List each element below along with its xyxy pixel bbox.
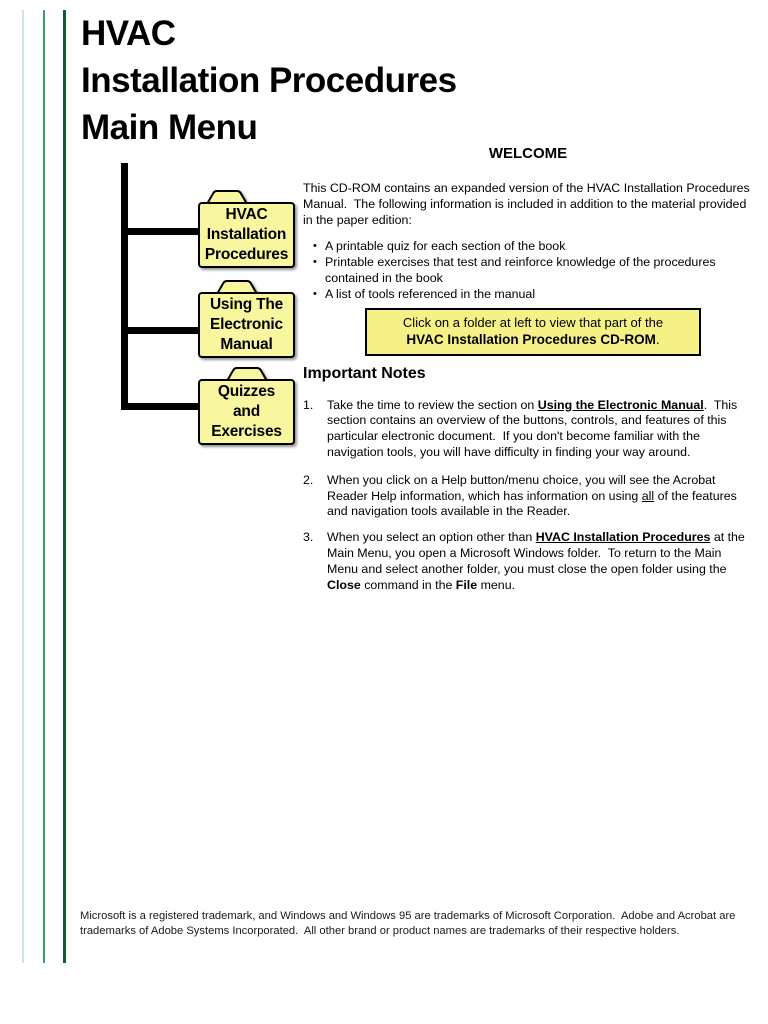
- bullet-item: • Printable exercises that test and rein…: [303, 255, 753, 287]
- folder-label-line: Using The: [209, 296, 284, 313]
- folder-label: Quizzes and Exercises: [200, 381, 293, 443]
- page-title-line-3: Main Menu: [81, 108, 258, 147]
- callout-line-2: HVAC Installation Procedures CD-ROM.: [375, 331, 691, 349]
- callout-line-2-bold: HVAC Installation Procedures CD-ROM: [406, 331, 656, 347]
- note-item: 1. Take the time to review the section o…: [303, 398, 753, 461]
- callout-line-1: Click on a folder at left to view that p…: [402, 314, 664, 330]
- accent-rule-dark: [63, 10, 66, 963]
- trademark-footer: Microsoft is a registered trademark, and…: [80, 910, 739, 937]
- bullet-text: A printable quiz for each section of the…: [325, 239, 566, 254]
- welcome-heading: WELCOME: [488, 145, 568, 162]
- note-text: Take the time to review the section on U…: [327, 397, 741, 459]
- folder-label-line: Electronic: [210, 316, 283, 333]
- tree-branch-3: [121, 403, 199, 410]
- note-item: 3. When you select an option other than …: [303, 530, 753, 593]
- note-number: 2.: [303, 472, 314, 487]
- accent-rule-mid: [43, 10, 45, 963]
- callout-line-2-tail: .: [655, 331, 660, 347]
- folder-label-line: Procedures: [204, 246, 289, 263]
- folder-label-line: Installation: [206, 226, 287, 243]
- tree-branch-2: [121, 327, 199, 334]
- note-number: 1.: [303, 397, 314, 412]
- bullet-text: Printable exercises that test and reinfo…: [325, 255, 719, 285]
- folder-label-line: Quizzes: [217, 383, 276, 400]
- folder-label-line: Manual: [220, 336, 273, 353]
- folder-button-using-the-electronic-manual[interactable]: Using The Electronic Manual: [198, 280, 295, 358]
- folder-icon: [198, 367, 295, 445]
- intro-paragraph: This CD-ROM contains an expanded version…: [303, 181, 754, 227]
- bullet-item: • A printable quiz for each section of t…: [303, 239, 753, 255]
- folder-icon: [198, 190, 295, 268]
- folder-label-line: and: [233, 403, 260, 420]
- welcome-section: WELCOME This CD-ROM contains an expanded…: [303, 140, 753, 593]
- page-title-line-2: Installation Procedures: [81, 61, 457, 100]
- important-notes-heading: Important Notes: [303, 364, 426, 382]
- bullet-marker: •: [313, 256, 317, 269]
- note-text: When you click on a Help button/menu cho…: [327, 472, 741, 519]
- folder-label: HVAC Installation Procedures: [200, 204, 293, 266]
- folder-label-line: Exercises: [211, 423, 282, 440]
- note-number: 3.: [303, 530, 314, 545]
- callout-box: Click on a folder at left to view that p…: [365, 307, 701, 356]
- note-text: When you select an option other than HVA…: [327, 530, 749, 592]
- bullet-item: • A list of tools referenced in the manu…: [303, 287, 753, 303]
- folder-icon: [198, 280, 295, 358]
- bullet-marker: •: [313, 240, 317, 253]
- tree-trunk: [121, 163, 128, 410]
- tree-branch-1: [121, 228, 199, 235]
- folder-button-quizzes-and-exercises[interactable]: Quizzes and Exercises: [198, 367, 295, 445]
- accent-rule-light: [22, 10, 24, 963]
- page-title-line-1: HVAC: [81, 14, 176, 53]
- bullet-list: • A printable quiz for each section of t…: [303, 239, 753, 302]
- folder-button-hvac-installation-procedures[interactable]: HVAC Installation Procedures: [198, 190, 295, 268]
- note-item: 2. When you click on a Help button/menu …: [303, 473, 753, 520]
- bullet-text: A list of tools referenced in the manual: [325, 286, 536, 301]
- bullet-marker: •: [313, 287, 317, 300]
- page-title: HVAC Installation Procedures Main Menu: [81, 10, 457, 151]
- folder-label: Using The Electronic Manual: [200, 294, 293, 356]
- folder-label-line: HVAC: [225, 206, 268, 223]
